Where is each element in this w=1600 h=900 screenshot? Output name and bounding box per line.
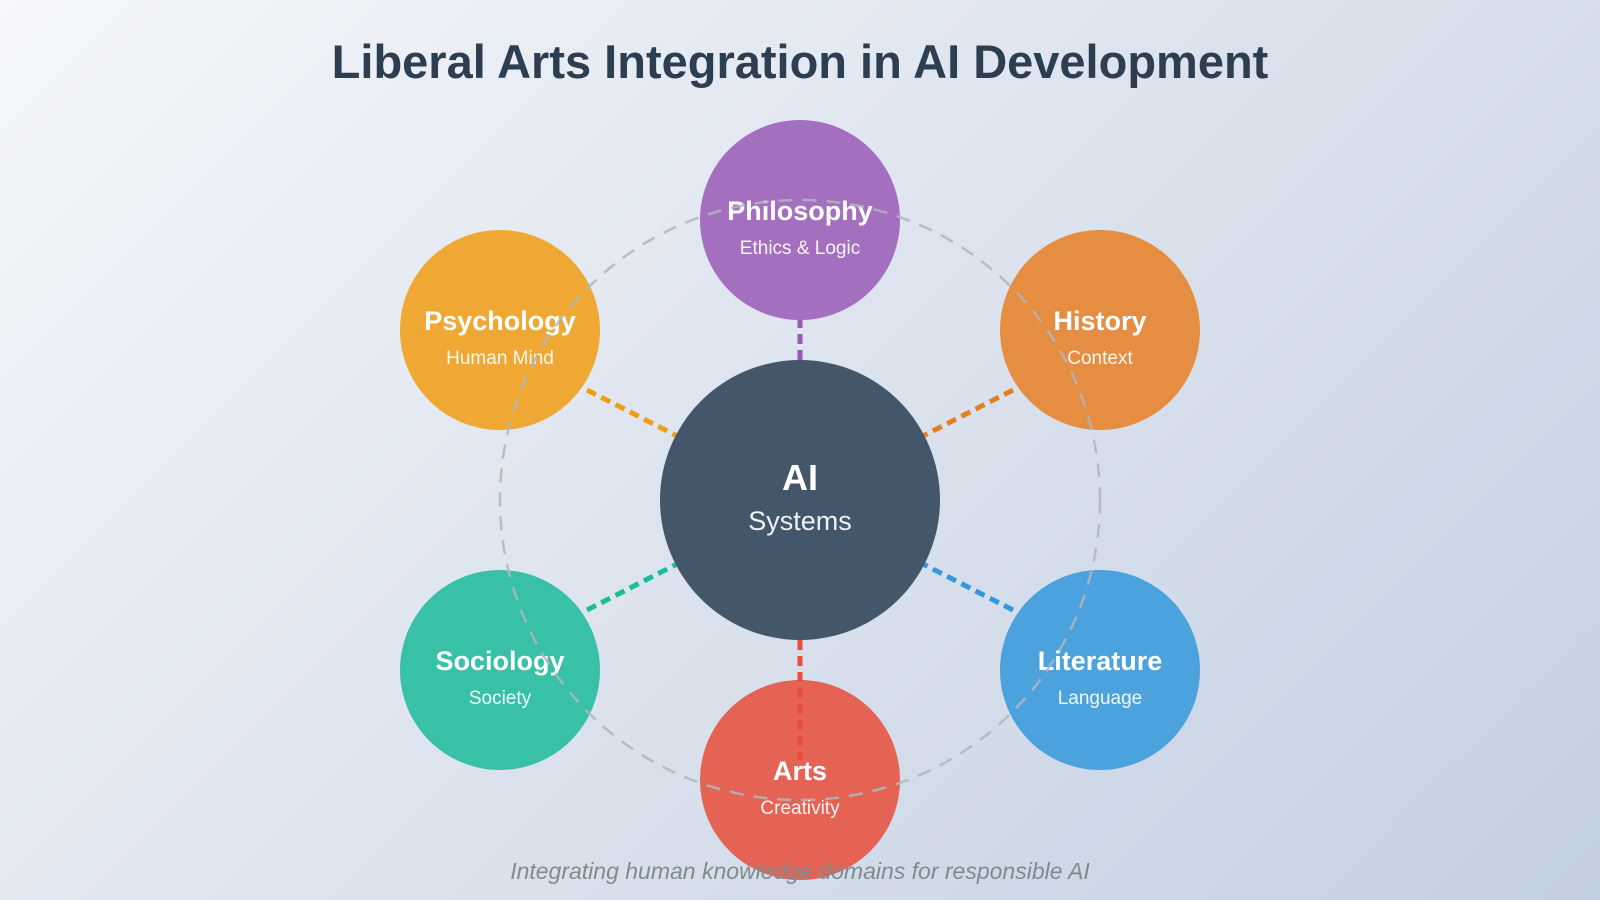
- node-title: History: [1053, 306, 1146, 336]
- node-title: Psychology: [424, 306, 576, 336]
- node-history[interactable]: History Context: [1000, 230, 1200, 430]
- node-philosophy[interactable]: Philosophy Ethics & Logic: [700, 120, 900, 320]
- node-arts[interactable]: [700, 680, 900, 880]
- node-subtitle: Creativity: [760, 798, 840, 819]
- connector-literature: [919, 560, 1015, 613]
- node-title: Arts: [773, 756, 827, 786]
- node-sociology[interactable]: Sociology Society: [400, 570, 600, 770]
- node-title: Literature: [1038, 646, 1163, 676]
- connector-history: [919, 387, 1015, 440]
- connector-sociology: [585, 560, 681, 613]
- connector-lines: [585, 318, 1015, 613]
- connector-psychology: [585, 387, 681, 440]
- node-subtitle: Society: [469, 688, 532, 709]
- center-title: AI: [782, 457, 818, 498]
- node-psychology[interactable]: Psychology Human Mind: [400, 230, 600, 430]
- center-node-ai[interactable]: AI Systems: [660, 360, 940, 640]
- node-subtitle: Context: [1067, 348, 1133, 369]
- node-literature[interactable]: Literature Language: [1000, 570, 1200, 770]
- node-arts-labels: Arts Creativity: [760, 756, 840, 819]
- node-title: Sociology: [435, 646, 564, 676]
- orbit-ring: [498, 198, 1102, 802]
- diagram-title: Liberal Arts Integration in AI Developme…: [331, 35, 1269, 88]
- center-subtitle: Systems: [748, 506, 852, 536]
- node-subtitle: Language: [1058, 688, 1143, 709]
- node-subtitle: Human Mind: [446, 348, 554, 369]
- diagram-caption: Integrating human knowledge domains for …: [510, 858, 1090, 884]
- node-title: Philosophy: [727, 196, 873, 226]
- node-subtitle: Ethics & Logic: [740, 238, 860, 259]
